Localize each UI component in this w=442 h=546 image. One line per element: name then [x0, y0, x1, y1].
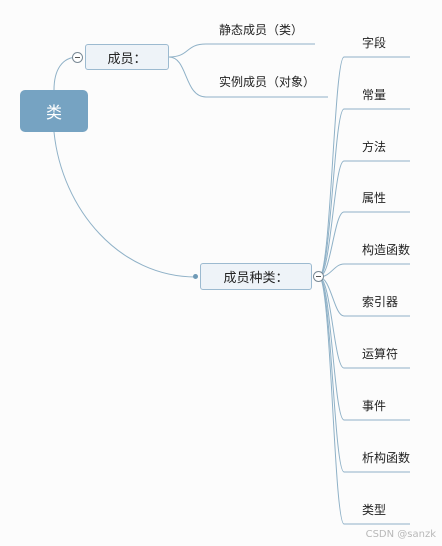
link-kinds-6 [318, 276, 410, 369]
kind-item-constant[interactable]: 常量 [362, 88, 387, 102]
kind-item-operator[interactable]: 运算符 [362, 347, 399, 361]
kinds-node-label: 成员种类： [223, 271, 289, 286]
kind-item-property[interactable]: 属性 [362, 191, 387, 205]
link-kinds-4 [318, 263, 410, 278]
link-kinds-7 [318, 276, 410, 421]
members-child-static[interactable]: 静态成员（类） [219, 23, 304, 37]
watermark: CSDN @sanzk [365, 529, 436, 540]
link-kinds-2 [318, 160, 410, 278]
members-child-instance[interactable]: 实例成员（对象） [219, 75, 316, 89]
link-kinds-1 [318, 108, 410, 278]
root-node-label: 类 [45, 103, 62, 122]
members-node-label: 成员： [107, 51, 147, 67]
link-kinds-9 [318, 276, 410, 525]
link-members-instance [168, 56, 328, 98]
kind-item-method[interactable]: 方法 [362, 140, 387, 154]
collapse-kinds-icon[interactable] [313, 271, 324, 282]
collapse-members-icon[interactable] [72, 52, 83, 63]
members-node[interactable]: 成员： [85, 44, 169, 70]
kind-item-field[interactable]: 字段 [362, 36, 387, 50]
kind-item-constructor[interactable]: 构造函数 [362, 243, 411, 257]
link-root-kinds [53, 131, 197, 278]
kind-item-destructor[interactable]: 析构函数 [362, 451, 411, 465]
kind-item-event[interactable]: 事件 [362, 399, 387, 413]
link-members-static [168, 43, 315, 58]
root-node[interactable]: 类 [20, 90, 88, 132]
kinds-node[interactable]: 成员种类： [200, 263, 312, 290]
link-kinds-8 [318, 276, 410, 473]
kind-item-type[interactable]: 类型 [362, 503, 387, 517]
link-kinds-0 [318, 56, 410, 278]
connector-dot-icon [193, 274, 198, 279]
kind-item-indexer[interactable]: 索引器 [362, 295, 399, 309]
